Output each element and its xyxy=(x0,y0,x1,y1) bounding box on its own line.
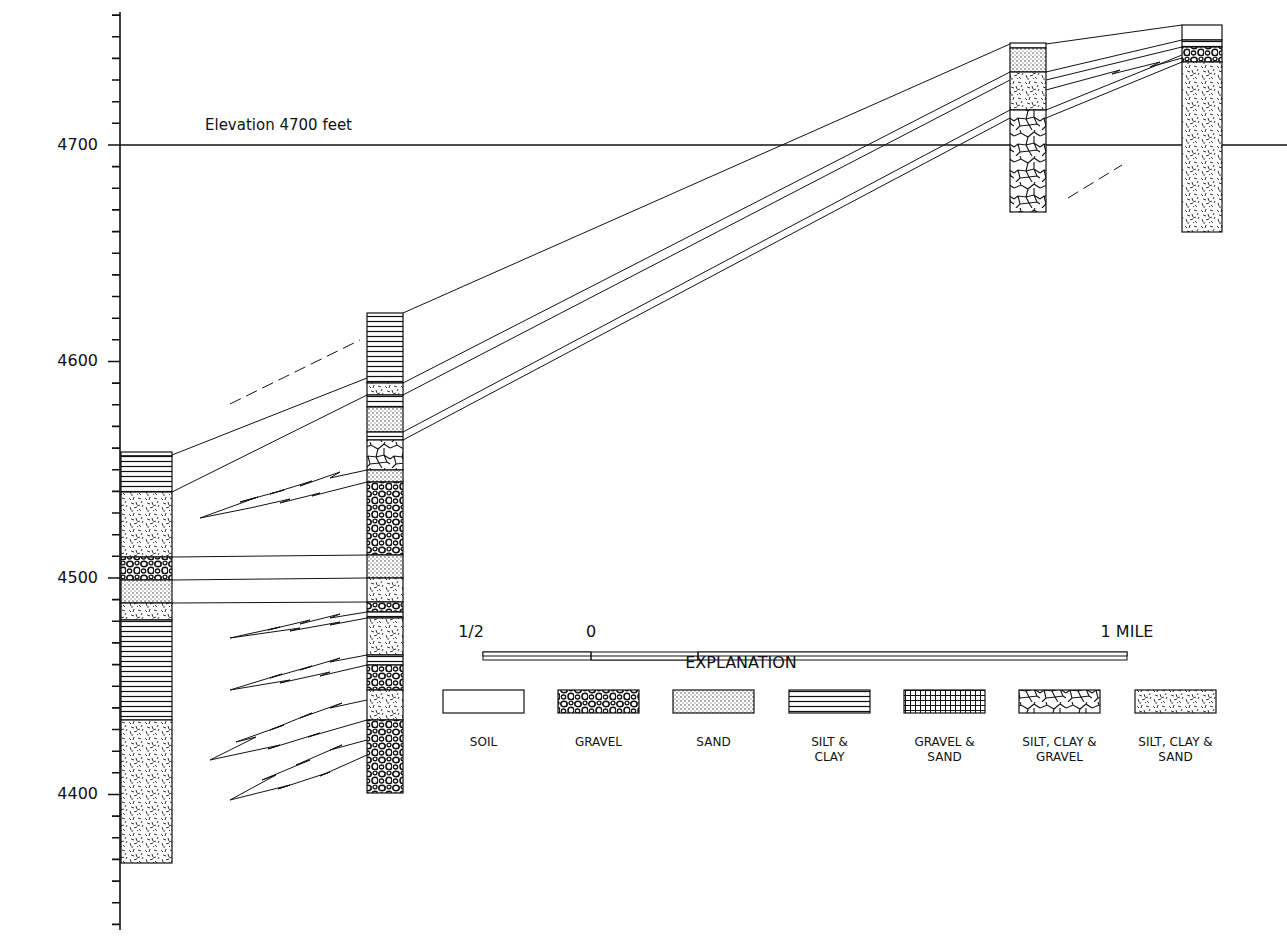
axis-value: 4700 xyxy=(57,136,98,154)
well-column xyxy=(367,313,403,793)
well-column xyxy=(1010,43,1046,212)
correlation-lines xyxy=(172,25,1182,800)
elevation-line xyxy=(120,144,1287,145)
legend-label: SAND xyxy=(674,735,754,750)
scale-number: 0 xyxy=(586,623,596,641)
legend-label: SILT, CLAY & SAND xyxy=(1134,735,1218,765)
legend-label: SOIL xyxy=(444,735,524,750)
legend-label: GRAVEL & SAND xyxy=(914,735,976,765)
axis-value: 4500 xyxy=(57,569,98,587)
scale-bar xyxy=(483,652,1127,660)
axis-value: 4400 xyxy=(57,785,98,803)
well-column xyxy=(1182,25,1222,232)
legend-swatches xyxy=(443,690,1216,713)
elevation-note: Elevation 4700 feet xyxy=(205,117,352,134)
scale-number: 1 MILE xyxy=(1101,623,1154,641)
legend-label: SILT & CLAY xyxy=(808,735,852,765)
legend-label: GRAVEL xyxy=(559,735,639,750)
elevation-axis xyxy=(108,12,120,930)
scale-number: 1/2 xyxy=(458,623,484,641)
well-column xyxy=(121,452,172,863)
legend-heading: EXPLANATION xyxy=(685,654,797,672)
legend-label: SILT, CLAY & GRAVEL xyxy=(1018,735,1102,765)
axis-value: 4600 xyxy=(57,352,98,370)
